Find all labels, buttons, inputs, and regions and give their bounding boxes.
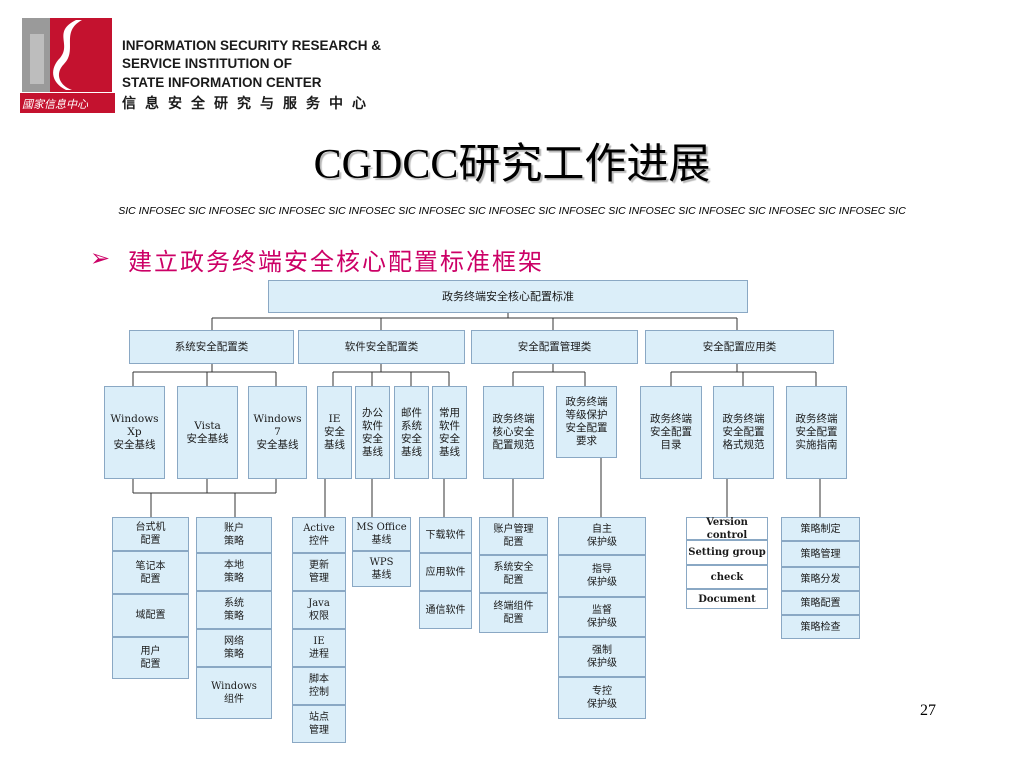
detail-policy-distribution: 策略分发: [781, 567, 860, 591]
org-name-line1: INFORMATION SECURITY RESEARCH &: [122, 38, 382, 53]
detail-communication-software: 通信软件: [419, 591, 472, 629]
detail-network-policy: 网络 策略: [196, 629, 272, 667]
logo-strip-text: 國家信息中心: [22, 98, 88, 111]
detail-check: check: [686, 565, 768, 589]
category-software-config: 软件安全配置类: [298, 330, 465, 364]
detail-mandatory-protection-level: 强制 保护级: [558, 637, 646, 677]
subcategory-ie-baseline: IE 安全 基线: [317, 386, 352, 479]
detail-update-management: 更新 管理: [292, 553, 346, 591]
detail-version-control: Version control: [686, 517, 768, 541]
category-config-application: 安全配置应用类: [645, 330, 834, 364]
subcategory-core-security-spec: 政务终端 核心安全 配置规范: [483, 386, 544, 479]
subcategory-config-impl-guide: 政务终端 安全配置 实施指南: [786, 386, 847, 479]
detail-user-config: 用户 配置: [112, 637, 189, 679]
detail-download-software: 下载软件: [419, 517, 472, 553]
detail-desktop-config: 台式机 配置: [112, 517, 189, 551]
subcategory-win7-baseline: Windows 7 安全基线: [248, 386, 307, 479]
detail-guided-protection-level: 指导 保护级: [558, 555, 646, 597]
category-system-config: 系统安全配置类: [129, 330, 294, 364]
category-config-management: 安全配置管理类: [471, 330, 638, 364]
detail-windows-components: Windows 组件: [196, 667, 272, 719]
subcategory-common-software-baseline: 常用 软件 安全 基线: [432, 386, 467, 479]
detail-application-software: 应用软件: [419, 553, 472, 591]
detail-activex-control: Active 控件: [292, 517, 346, 553]
detail-policy-management: 策略管理: [781, 541, 860, 567]
detail-ms-office-baseline: MS Office 基线: [352, 517, 411, 551]
subcategory-vista-baseline: Vista 安全基线: [177, 386, 238, 479]
subcategory-winxp-baseline: Windows Xp 安全基线: [104, 386, 165, 479]
bullet-arrow-icon: ➢: [90, 244, 111, 272]
detail-domain-config: 域配置: [112, 594, 189, 637]
subcategory-office-baseline: 办公 软件 安全 基线: [355, 386, 390, 479]
detail-document: Document: [686, 589, 768, 609]
detail-setting-group: Setting group: [686, 540, 768, 565]
institution-logo: [20, 14, 114, 104]
detail-special-control-protection-level: 专控 保护级: [558, 677, 646, 719]
diagram-root: 政务终端安全核心配置标准: [268, 280, 748, 313]
detail-autonomous-protection-level: 自主 保护级: [558, 517, 646, 555]
detail-account-policy: 账户 策略: [196, 517, 272, 553]
slide-title: CGDCC研究工作进展: [313, 142, 711, 188]
detail-system-policy: 系统 策略: [196, 591, 272, 629]
subcategory-mail-baseline: 邮件 系统 安全 基线: [394, 386, 429, 479]
detail-terminal-component-config: 终端组件 配置: [479, 593, 548, 633]
bullet-heading: 建立政务终端安全核心配置标准框架: [128, 248, 544, 276]
detail-java-permission: Java 权限: [292, 591, 346, 629]
detail-wps-baseline: WPS 基线: [352, 551, 411, 587]
page-number: 27: [920, 702, 936, 719]
subcategory-grade-protection-req: 政务终端 等级保护 安全配置 要求: [556, 386, 617, 458]
detail-policy-inspection: 策略检查: [781, 615, 860, 639]
detail-policy-configuration: 策略配置: [781, 591, 860, 615]
org-name-line2: SERVICE INSTITUTION OF: [122, 56, 293, 71]
detail-system-security-config: 系统安全 配置: [479, 555, 548, 593]
detail-supervised-protection-level: 监督 保护级: [558, 597, 646, 637]
sic-infosec-banner: SIC INFOSEC SIC INFOSEC SIC INFOSEC SIC …: [118, 205, 906, 217]
detail-site-management: 站点 管理: [292, 705, 346, 743]
org-name-chinese: 信息安全研究与服务中心: [122, 96, 375, 112]
subcategory-config-catalog: 政务终端 安全配置 目录: [640, 386, 702, 479]
detail-account-management-config: 账户管理 配置: [479, 517, 548, 555]
logo-strip: [20, 93, 115, 113]
detail-laptop-config: 笔记本 配置: [112, 551, 189, 594]
detail-policy-formulation: 策略制定: [781, 517, 860, 541]
detail-ie-process: IE 进程: [292, 629, 346, 667]
detail-script-control: 脚本 控制: [292, 667, 346, 705]
detail-local-policy: 本地 策略: [196, 553, 272, 591]
subcategory-config-format-spec: 政务终端 安全配置 格式规范: [713, 386, 774, 479]
org-name-line3: STATE INFORMATION CENTER: [122, 75, 322, 90]
